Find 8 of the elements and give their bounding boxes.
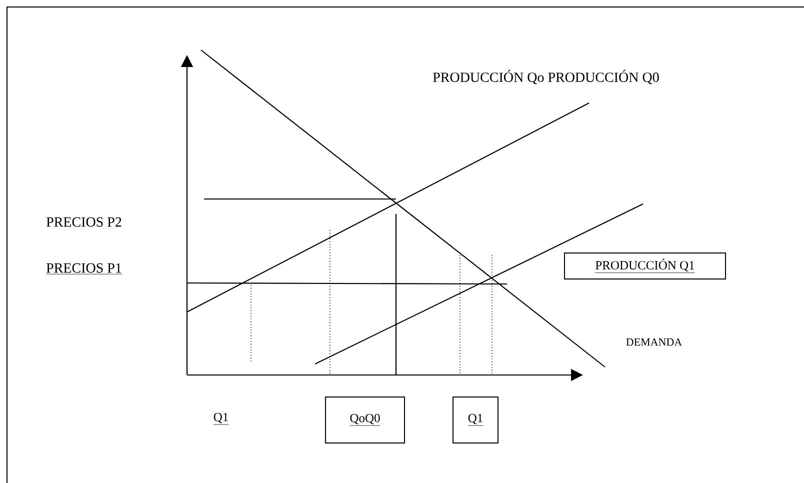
text-box: PRODUCCIÓN Q1: [564, 252, 726, 280]
axis-label: Q1: [213, 412, 229, 425]
axis-label: PRECIOS P2: [46, 217, 122, 227]
axis-label: PRECIOS P1: [46, 263, 122, 274]
curve-label: DEMANDA: [626, 338, 682, 346]
axis-label: PRODUCCIÓN Qo PRODUCCIÓN Q0: [433, 70, 659, 84]
text-box: Q1: [452, 396, 498, 444]
text-box: QoQ0: [325, 396, 405, 444]
